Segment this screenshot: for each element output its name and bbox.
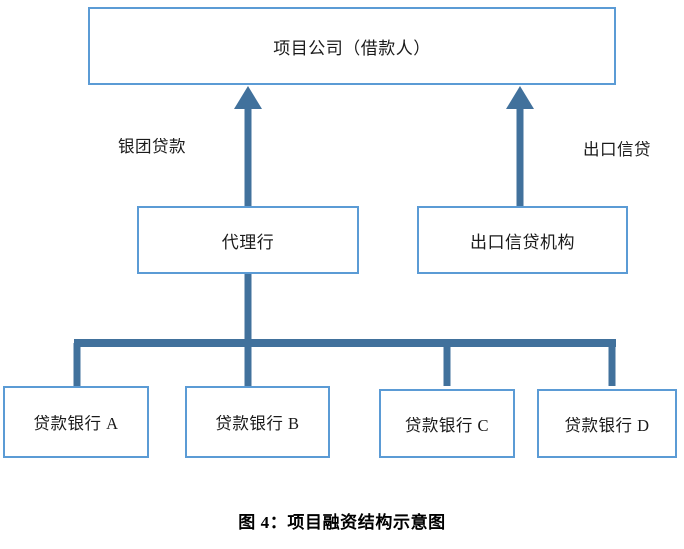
node-label-lending-bank-a: 贷款银行 A	[33, 414, 119, 433]
node-lending-bank-a[interactable]: 贷款银行 A	[3, 386, 149, 458]
node-lending-bank-b[interactable]: 贷款银行 B	[185, 386, 330, 458]
node-label-export-credit-agency: 出口信贷机构	[470, 232, 575, 252]
node-project-company-borrower[interactable]: 项目公司（借款人）	[88, 7, 616, 85]
node-label-agent-bank: 代理行	[221, 232, 275, 252]
node-label-borrower: 项目公司（借款人）	[273, 38, 431, 58]
node-lending-bank-c[interactable]: 贷款银行 C	[379, 389, 515, 458]
edge-label-syndicated-loan: 银团贷款	[118, 137, 186, 156]
edge-label-export-credit: 出口信贷	[583, 140, 651, 159]
node-label-lending-bank-c: 贷款银行 C	[404, 415, 490, 435]
arrow-syndicated-loan	[234, 86, 262, 206]
node-label-lending-bank-d: 贷款银行 D	[564, 415, 650, 435]
node-lending-bank-d[interactable]: 贷款银行 D	[537, 389, 677, 458]
figure-caption: 图 4：项目融资结构示意图	[238, 513, 446, 532]
node-export-credit-agency[interactable]: 出口信贷机构	[417, 206, 628, 274]
arrow-export-credit	[506, 86, 534, 206]
node-label-lending-bank-b: 贷款银行 B	[215, 414, 300, 433]
node-agent-bank[interactable]: 代理行	[137, 206, 359, 274]
